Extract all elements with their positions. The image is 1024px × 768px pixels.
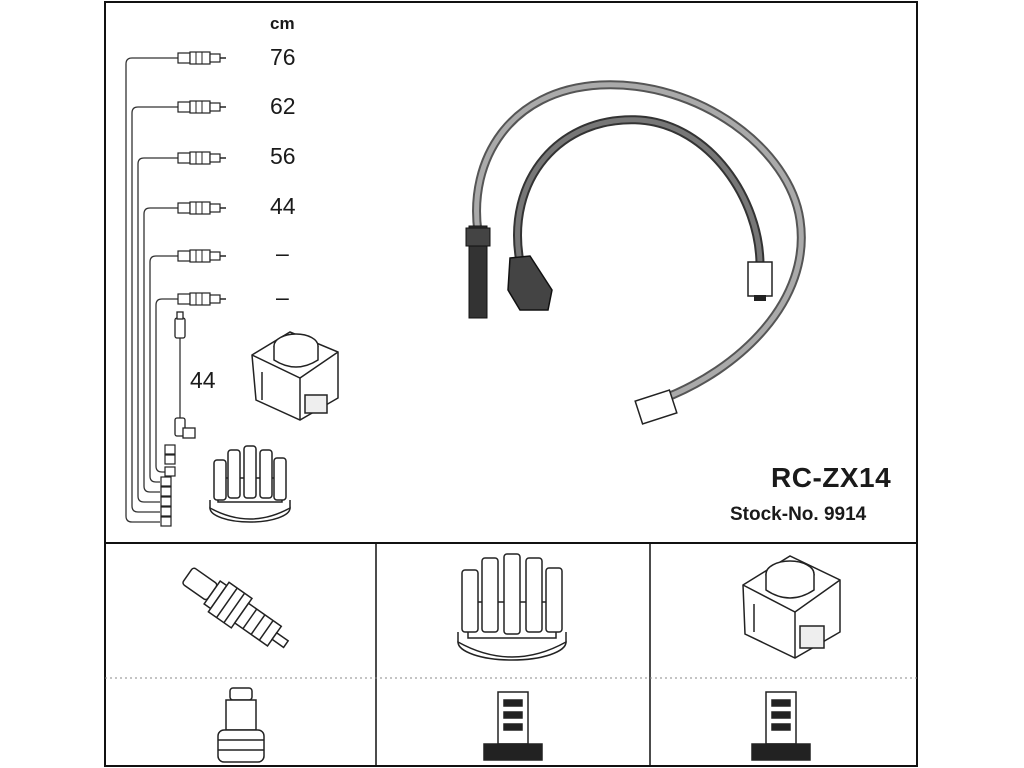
spark-plug-icon — [182, 567, 290, 649]
ignition-coil-icon — [742, 555, 841, 659]
lead-length-4: 44 — [270, 193, 296, 219]
lead-boots — [160, 51, 227, 527]
lead-length-5: – — [276, 240, 289, 266]
length-unit-label: cm — [270, 14, 295, 33]
distributor-connector-icon — [483, 691, 543, 761]
coil-connector-icon — [751, 691, 811, 761]
lead-length-6: – — [276, 284, 289, 310]
distributor-cap-icon — [457, 553, 567, 661]
lead-set-drawing — [125, 57, 181, 523]
spark-plug-connector-icon — [217, 687, 265, 763]
product-code: RC-ZX14 — [771, 462, 892, 493]
stock-number: Stock-No. 9914 — [730, 504, 867, 525]
coil-lead-length: 44 — [190, 367, 216, 393]
lead-length-2: 62 — [270, 93, 296, 119]
lead-length-3: 56 — [270, 143, 296, 169]
cable-drawing — [465, 80, 806, 425]
coil-lead-drawing — [174, 311, 196, 439]
distributor-cap-small-icon — [209, 445, 291, 523]
ignition-coil-small-icon — [251, 331, 339, 421]
lead-length-1: 76 — [270, 44, 296, 70]
